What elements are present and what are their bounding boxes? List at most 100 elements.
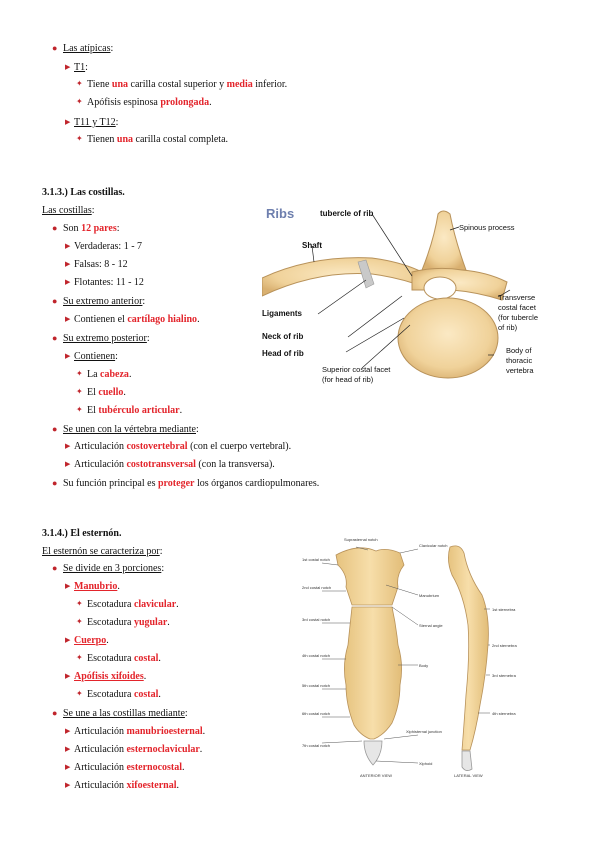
costal-line-2: Escotadura costal.: [87, 689, 161, 700]
star-bullet: ✦: [76, 369, 83, 378]
label-ligaments: Ligaments: [262, 309, 303, 318]
label-suprasternal: Suprasternal notch: [344, 537, 378, 542]
label-manubrium: Manubrium: [419, 593, 440, 598]
label-xiphoid: Xiphoid: [419, 761, 432, 766]
function-line: Su función principal es proteger los órg…: [63, 478, 320, 489]
label-xiphisternal-junction: Xiphisternal junction: [406, 729, 442, 734]
lateral-xiphoid-shape: [461, 750, 473, 771]
ribs-section-title: 3.1.3.) Las costillas.: [42, 187, 125, 198]
arrow-bullet: ▶: [65, 672, 71, 680]
label-3rd-sternebra: 3rd sternebra: [492, 673, 517, 678]
label-body: Body of: [506, 346, 532, 355]
spinous-process: [421, 210, 467, 271]
arrow-bullet: ▶: [65, 460, 71, 468]
ribs-figure: Ribs tubercle of rib Shaft Ligaments Nec…: [262, 206, 538, 384]
label-1st-costal: 1st costal notch: [302, 557, 330, 562]
label-4th-costal: 4th costal notch: [302, 653, 330, 658]
sternum-section-title: 3.1.4.) El esternón.: [42, 528, 122, 539]
arrow-bullet: ▶: [65, 118, 71, 126]
label-transverse-4: of rib): [498, 323, 518, 332]
star-bullet: ✦: [76, 653, 83, 662]
joins-ribs: Se une a las costillas mediante:: [63, 708, 188, 719]
xiphoid-shape: [363, 740, 383, 766]
star-bullet: ✦: [76, 79, 83, 88]
arrow-bullet: ▶: [65, 315, 71, 323]
t11-label: T11 y T12:: [74, 117, 119, 128]
label-1st-sternebra: 1st sternebra: [492, 607, 516, 612]
sternum-body-shape: [344, 606, 402, 740]
ligament-shape: [357, 259, 375, 289]
clavicular-line: Escotadura clavicular.: [87, 599, 179, 610]
label-7th-costal: 7th costal notch: [302, 743, 330, 748]
hyaline-line: Contienen el cartílago hialino.: [74, 314, 200, 325]
star-bullet: ✦: [76, 689, 83, 698]
label-anterior-view: ANTERIOR VIEW: [360, 773, 392, 778]
arrow-bullet: ▶: [65, 636, 71, 644]
arrow-bullet: ▶: [65, 582, 71, 590]
arrow-bullet: ▶: [65, 260, 71, 268]
true-ribs: Verdaderas: 1 - 7: [74, 241, 143, 252]
label-clavicular-notch: Clavicular notch: [419, 543, 447, 548]
arrow-bullet: ▶: [65, 745, 71, 753]
manubriosternal-line: Articulación manubrioesternal.: [74, 726, 206, 737]
label-transverse-3: (for tubercle: [498, 313, 538, 322]
tubercle-line: El tubérculo articular.: [87, 405, 183, 416]
bullet: ●: [52, 478, 58, 488]
bullet: ●: [52, 296, 58, 306]
bullet: ●: [52, 43, 58, 53]
contains-label: Contienen:: [74, 351, 118, 362]
arrow-bullet: ▶: [65, 442, 71, 450]
t11-facet-line: Tienen una carilla costal completa.: [87, 134, 229, 145]
t1-facet-line: Tiene una carilla costal superior y medi…: [87, 79, 288, 90]
xiphisternal-line: Articulación xifoesternal.: [74, 780, 179, 791]
star-bullet: ✦: [76, 97, 83, 106]
joins-vertebra: Se unen con la vértebra mediante:: [63, 424, 199, 435]
star-bullet: ✦: [76, 405, 83, 414]
costal-line: Escotadura costal.: [87, 653, 161, 664]
arrow-bullet: ▶: [65, 763, 71, 771]
arrow-bullet: ▶: [65, 727, 71, 735]
vertebral-foramen: [423, 276, 457, 300]
anterior-end: Su extremo anterior:: [63, 296, 146, 307]
floating-ribs: Flotantes: 11 - 12: [74, 277, 144, 288]
arrow-bullet: ▶: [65, 63, 71, 71]
bullet: ●: [52, 563, 58, 573]
label-2nd-sternebra: 2nd sternebra: [492, 643, 517, 648]
star-bullet: ✦: [76, 134, 83, 143]
vertebral-body: [397, 297, 499, 379]
divides-label: Se divide en 3 porciones:: [63, 563, 165, 574]
sternoclavicular-line: Articulación esternoclavicular.: [74, 744, 203, 755]
label-head: Head of rib: [262, 349, 304, 358]
sternum-intro: El esternón se caracteriza por:: [42, 546, 163, 557]
label-superior-facet: Superior costal facet: [322, 365, 391, 374]
label-6th-costal: 6th costal notch: [302, 711, 330, 716]
arrow-bullet: ▶: [65, 352, 71, 360]
label-shaft: Shaft: [302, 241, 322, 250]
bullet: ●: [52, 708, 58, 718]
label-4th-sternebra: 4th sternebra: [492, 711, 516, 716]
label-3rd-costal: 3rd costal notch: [302, 617, 330, 622]
label-lateral-view: LATERAL VIEW: [454, 773, 483, 778]
arrow-bullet: ▶: [65, 242, 71, 250]
bullet: ●: [52, 424, 58, 434]
posterior-end: Su extremo posterior:: [63, 333, 150, 344]
star-bullet: ✦: [76, 599, 83, 608]
costovertebral-line: Articulación costovertebral (con el cuer…: [74, 441, 292, 452]
ribs-pairs: Son 12 pares:: [63, 223, 120, 234]
rib-shaft: [262, 257, 428, 297]
bullet: ●: [52, 333, 58, 343]
label-neck: Neck of rib: [262, 332, 303, 341]
ribs-intro: Las costillas:: [42, 205, 95, 216]
label-tubercle: tubercle of rib: [320, 209, 373, 218]
bullet: ●: [52, 223, 58, 233]
arrow-bullet: ▶: [65, 278, 71, 286]
label-5th-costal: 5th costal notch: [302, 683, 330, 688]
arrow-bullet: ▶: [65, 781, 71, 789]
manubrium-shape: [335, 547, 405, 606]
neck-line: El cuello.: [87, 387, 126, 398]
label-transverse-2: costal facet: [498, 303, 537, 312]
xiphoid-label: Apófisis xifoides.: [74, 671, 147, 682]
head-line: La cabeza.: [87, 369, 132, 380]
label-2nd-costal: 2nd costal notch: [302, 585, 331, 590]
lateral-sternum-shape: [448, 545, 489, 751]
